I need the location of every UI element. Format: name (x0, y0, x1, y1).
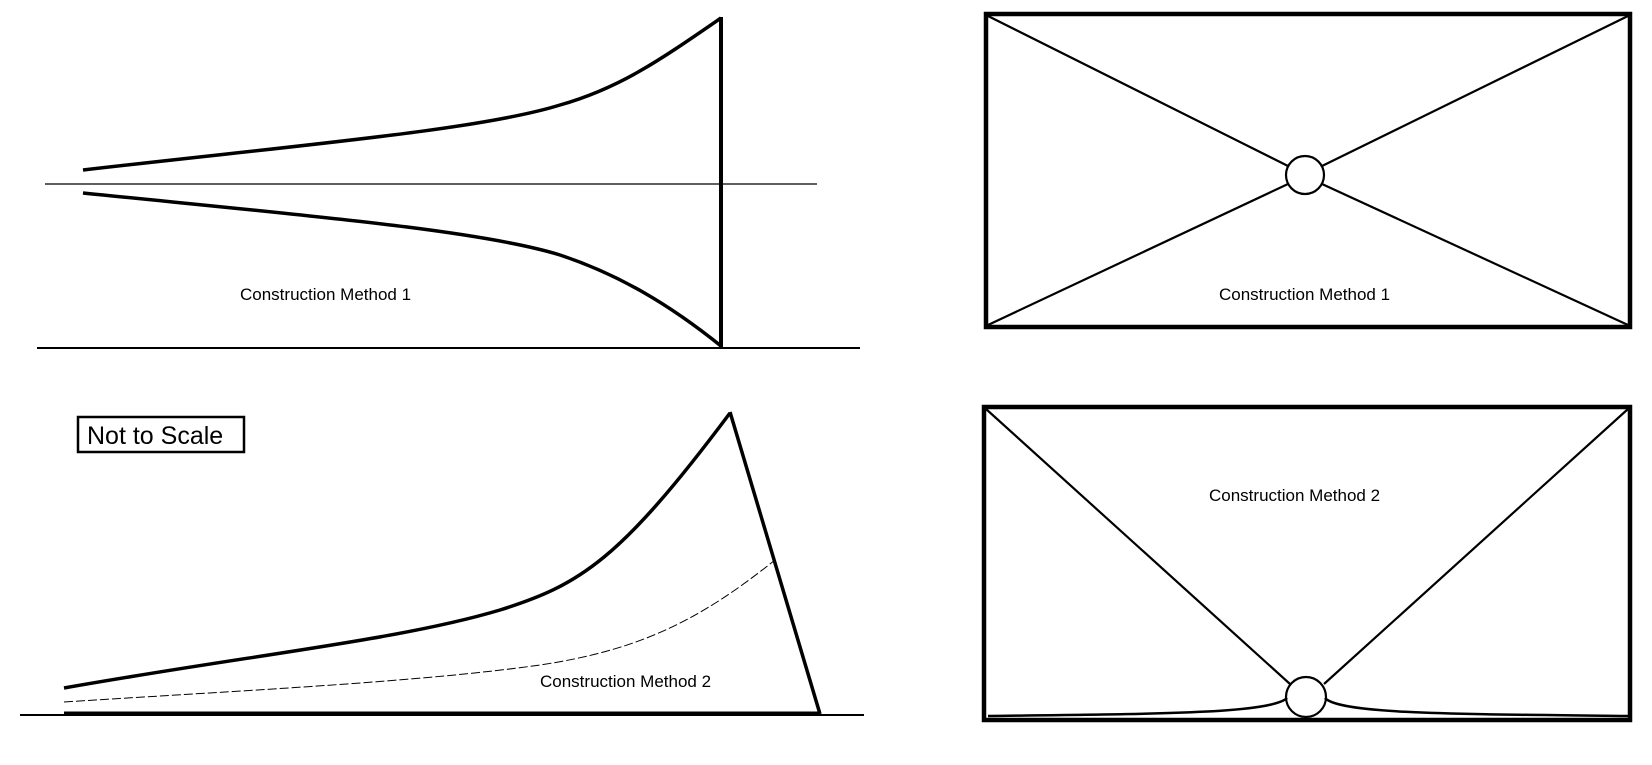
throat-circle (1284, 675, 1328, 719)
horn-upper-flare (82, 16, 722, 172)
note-border (76, 415, 246, 454)
not-to-scale-box: Not to Scale (76, 415, 246, 454)
horn-upper-curve (63, 411, 732, 690)
throat-circle (1284, 154, 1326, 196)
side-view-method-2 (20, 411, 864, 716)
front-view-method-2 (981, 404, 1633, 723)
horn-mouth-slant-line (728, 411, 822, 715)
side-view-method-1 (37, 16, 860, 349)
mouth-frame-2 (981, 404, 1633, 723)
diagonal-line (985, 408, 1291, 685)
throat-flare-left (987, 697, 1288, 718)
not-to-scale-note: Not to Scale (87, 422, 223, 450)
front-view-2-label: Construction Method 2 (1209, 486, 1380, 505)
front-view-method-1 (983, 11, 1633, 330)
side-view-2-label: Construction Method 2 (540, 672, 711, 691)
diagonal-line (987, 15, 1289, 167)
diagonal-line (1323, 408, 1629, 685)
throat-flare-right (1324, 697, 1629, 718)
front-view-1-label: Construction Method 1 (1219, 285, 1390, 304)
horn-lower-flare (82, 191, 723, 348)
side-view-1-label: Construction Method 1 (240, 285, 411, 304)
diagonal-line (1321, 15, 1629, 167)
diagonal-line (987, 183, 1289, 326)
horn-inner-dashed-curve (63, 559, 776, 703)
mouth-frame-1 (983, 11, 1633, 330)
diagonal-line (1321, 183, 1629, 326)
